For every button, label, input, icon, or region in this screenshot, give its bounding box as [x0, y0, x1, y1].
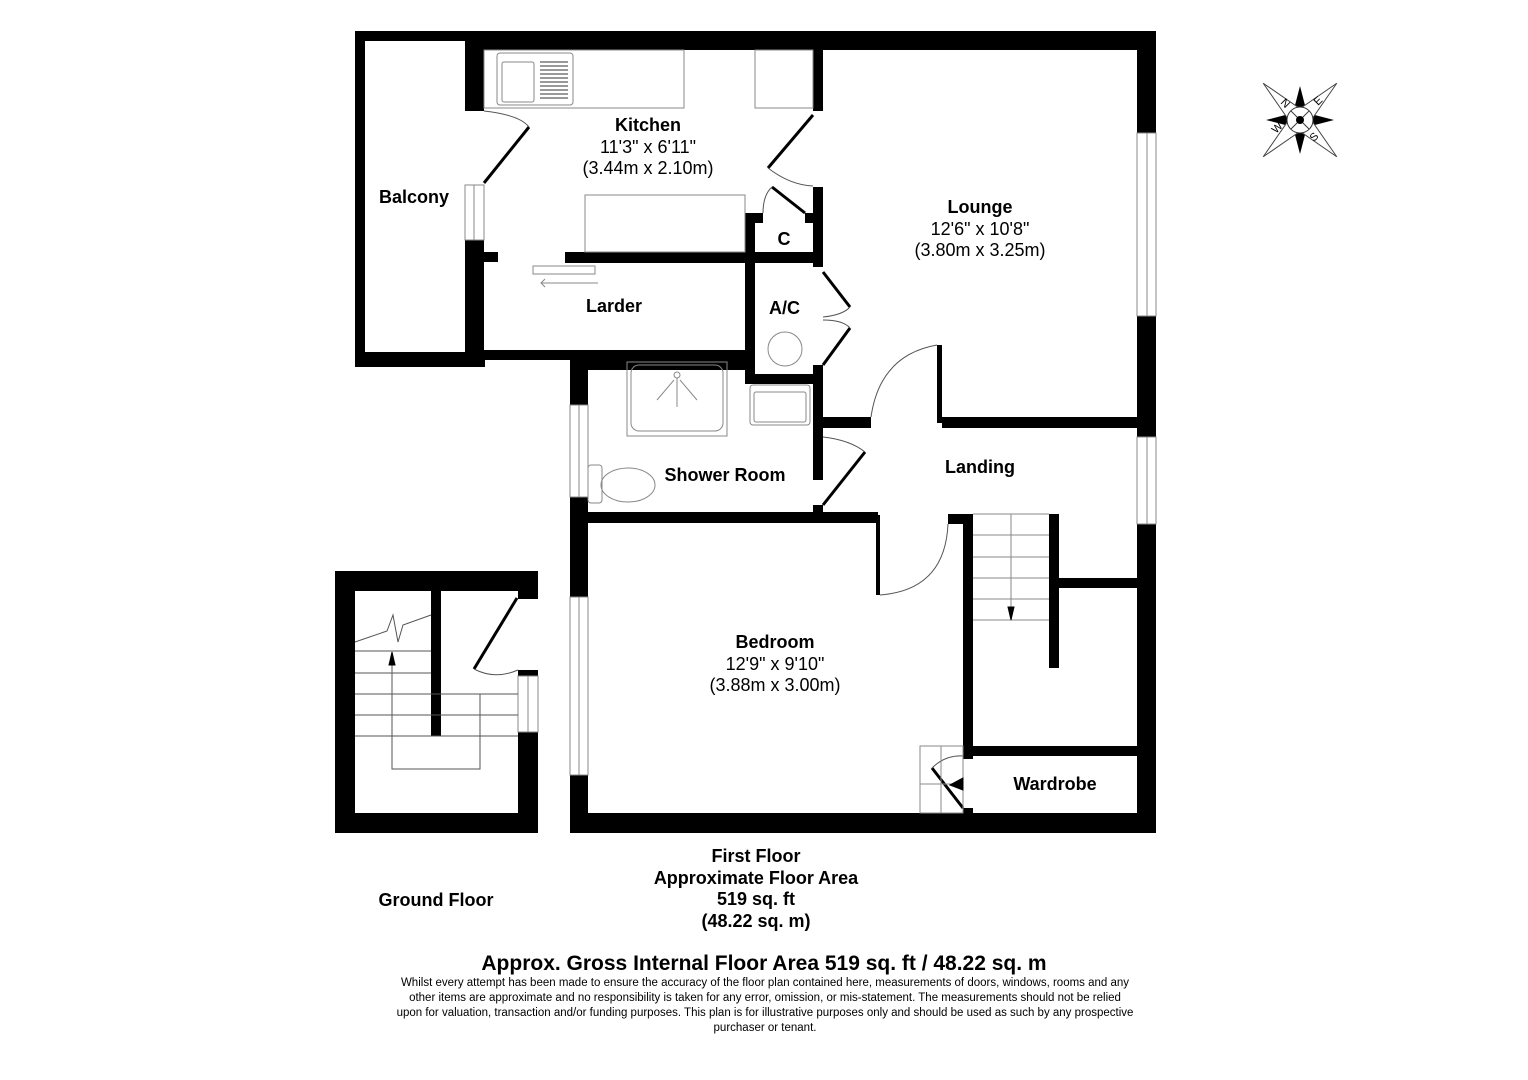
room-dim-metric: (3.80m x 3.25m) — [914, 240, 1046, 261]
room-dim-imperial: 11'3" x 6'11" — [599, 136, 697, 157]
gross-area-summary: Approx. Gross Internal Floor Area 519 sq… — [481, 952, 1047, 975]
room-dim-imperial: 12'9" x 9'10" — [725, 653, 825, 674]
room-name: Kitchen — [614, 115, 681, 135]
room-label-kitchen: Kitchen 11'3" x 6'11" (3.44m x 2.10m) — [548, 115, 748, 180]
room-dim-imperial: 12'6" x 10'8" — [930, 218, 1030, 239]
disclaimer-text: Whilst every attempt has been made to en… — [396, 977, 1134, 1034]
room-dim-metric: (3.44m x 2.10m) — [582, 158, 714, 179]
compass-rose-icon: N E S W — [1262, 82, 1338, 158]
floor-area-sqm: (48.22 sq. m) — [701, 910, 811, 931]
room-dim-metric: (3.88m x 3.00m) — [709, 675, 841, 696]
doors — [472, 110, 965, 809]
fixtures — [354, 49, 1049, 814]
room-name: Lounge — [947, 197, 1013, 217]
room-label-cupboard: C — [777, 229, 791, 249]
floor-area-sqft: 519 sq. ft — [716, 889, 796, 910]
room-label-lounge: Lounge 12'6" x 10'8" (3.80m x 3.25m) — [880, 197, 1080, 262]
room-label-bedroom: Bedroom 12'9" x 9'10" (3.88m x 3.00m) — [675, 632, 875, 697]
floor-title: First Floor — [711, 846, 801, 866]
floor-subtitle: Approximate Floor Area — [653, 867, 859, 888]
room-label-balcony: Balcony — [378, 187, 450, 207]
room-label-airing-cupboard: A/C — [769, 298, 800, 318]
room-label-shower-room: Shower Room — [664, 465, 786, 485]
room-label-wardrobe: Wardrobe — [1013, 774, 1097, 794]
windows — [464, 132, 1157, 776]
walls — [335, 31, 1156, 833]
first-floor-summary: First Floor Approximate Floor Area 519 s… — [606, 846, 906, 932]
room-label-larder: Larder — [585, 296, 643, 316]
ground-floor-title: Ground Floor — [378, 890, 494, 910]
room-name: Bedroom — [735, 632, 815, 652]
room-label-landing: Landing — [945, 457, 1015, 477]
